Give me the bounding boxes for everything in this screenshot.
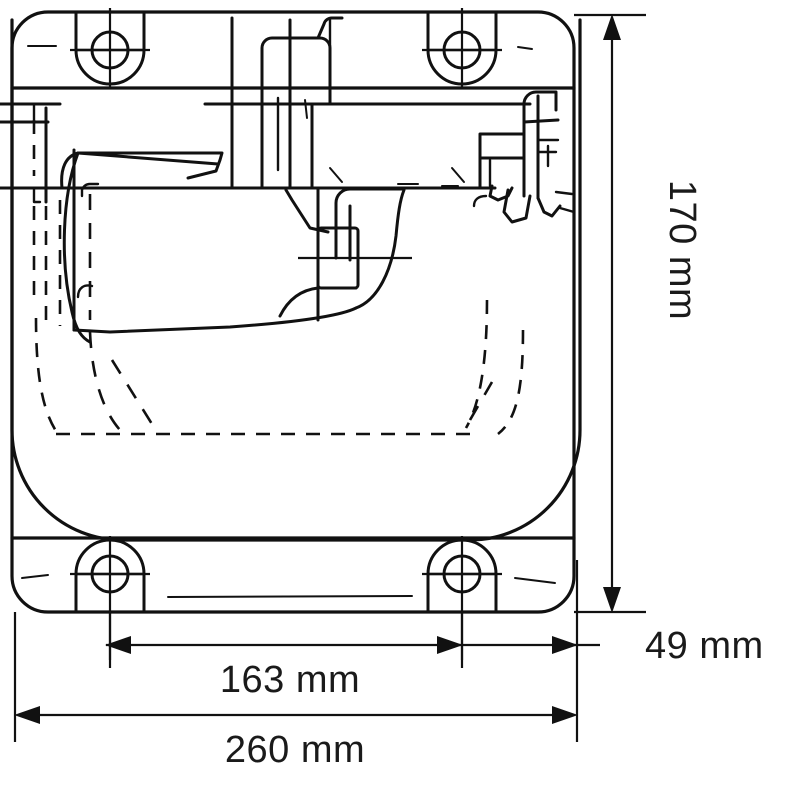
dim-label-170: 170 mm xyxy=(661,180,703,320)
drum-inner-lip xyxy=(80,182,100,198)
spindle-valve-assembly xyxy=(278,183,419,318)
mounting-boss-top-right xyxy=(422,8,502,88)
dim-label-49: 49 mm xyxy=(645,625,764,667)
dimension-spacing-163: 163 mm xyxy=(105,612,463,701)
mounting-boss-bottom-right xyxy=(422,536,502,660)
arrow-260-right xyxy=(552,706,578,724)
drum-bottom-edge xyxy=(72,306,358,334)
nozzle-skirt xyxy=(502,188,532,224)
arrow-260-left xyxy=(14,706,40,724)
nozzle-hook xyxy=(472,194,488,208)
right-lower-tick-b xyxy=(558,206,576,214)
dim-label-260: 260 mm xyxy=(225,729,365,771)
drum-body-left xyxy=(62,151,92,344)
chute-curve xyxy=(354,188,406,310)
internal-upper-deck xyxy=(0,16,532,190)
flange-tick-top-right xyxy=(517,46,533,50)
hidden-basin-left xyxy=(34,317,60,435)
dim-label-163: 163 mm xyxy=(220,659,360,701)
shelf-block xyxy=(478,132,526,190)
right-lower-tick-a xyxy=(554,190,574,196)
arrow-163-left xyxy=(105,636,131,654)
dimension-offset-49: 49 mm xyxy=(460,560,764,742)
spindle-lower-hook xyxy=(278,286,320,318)
hidden-inner-wall-angled xyxy=(110,359,154,425)
arrow-up-170 xyxy=(603,14,621,40)
nozzle-claw xyxy=(488,184,514,202)
left-flange-foot xyxy=(32,186,42,204)
spindle-arm xyxy=(334,187,406,260)
hidden-basin-right-inner xyxy=(464,299,489,429)
arrow-49-right xyxy=(552,636,578,654)
dimension-width-260: 260 mm xyxy=(13,612,578,771)
inner-bowl-profile xyxy=(10,18,582,542)
housing-outer-profile xyxy=(10,10,576,614)
flange-tick-bottom-left xyxy=(21,574,49,579)
spindle-bracket-arm xyxy=(284,188,330,234)
hidden-inner-wall-left xyxy=(88,331,121,431)
housing-outline-group xyxy=(10,10,582,614)
right-column-cap xyxy=(522,118,560,124)
bottom-flange-rib xyxy=(167,595,413,598)
arrow-down-170 xyxy=(603,587,621,613)
nozzle-tail xyxy=(536,196,562,218)
mounting-boss-top-left xyxy=(70,8,150,88)
drum-taper-edge xyxy=(76,151,220,166)
hidden-lines-group xyxy=(32,120,525,436)
raised-block-lip xyxy=(316,16,344,40)
right-detail-cluster xyxy=(329,90,576,224)
left-edge-flange xyxy=(0,102,50,204)
drum-top-taper xyxy=(60,151,224,190)
raised-block xyxy=(260,36,332,106)
flange-tick-bottom-right xyxy=(514,577,556,584)
arrow-163-right xyxy=(437,636,463,654)
deck-diag-tick xyxy=(451,167,465,183)
block-tick xyxy=(304,99,308,119)
right-column-outer xyxy=(522,90,558,112)
deck-diag-tick2 xyxy=(329,167,343,183)
hidden-basin-right xyxy=(497,329,525,436)
mounting-boss-group xyxy=(21,8,556,660)
dimension-height-170: 170 mm xyxy=(574,13,703,614)
hidden-diag-right xyxy=(468,381,494,421)
